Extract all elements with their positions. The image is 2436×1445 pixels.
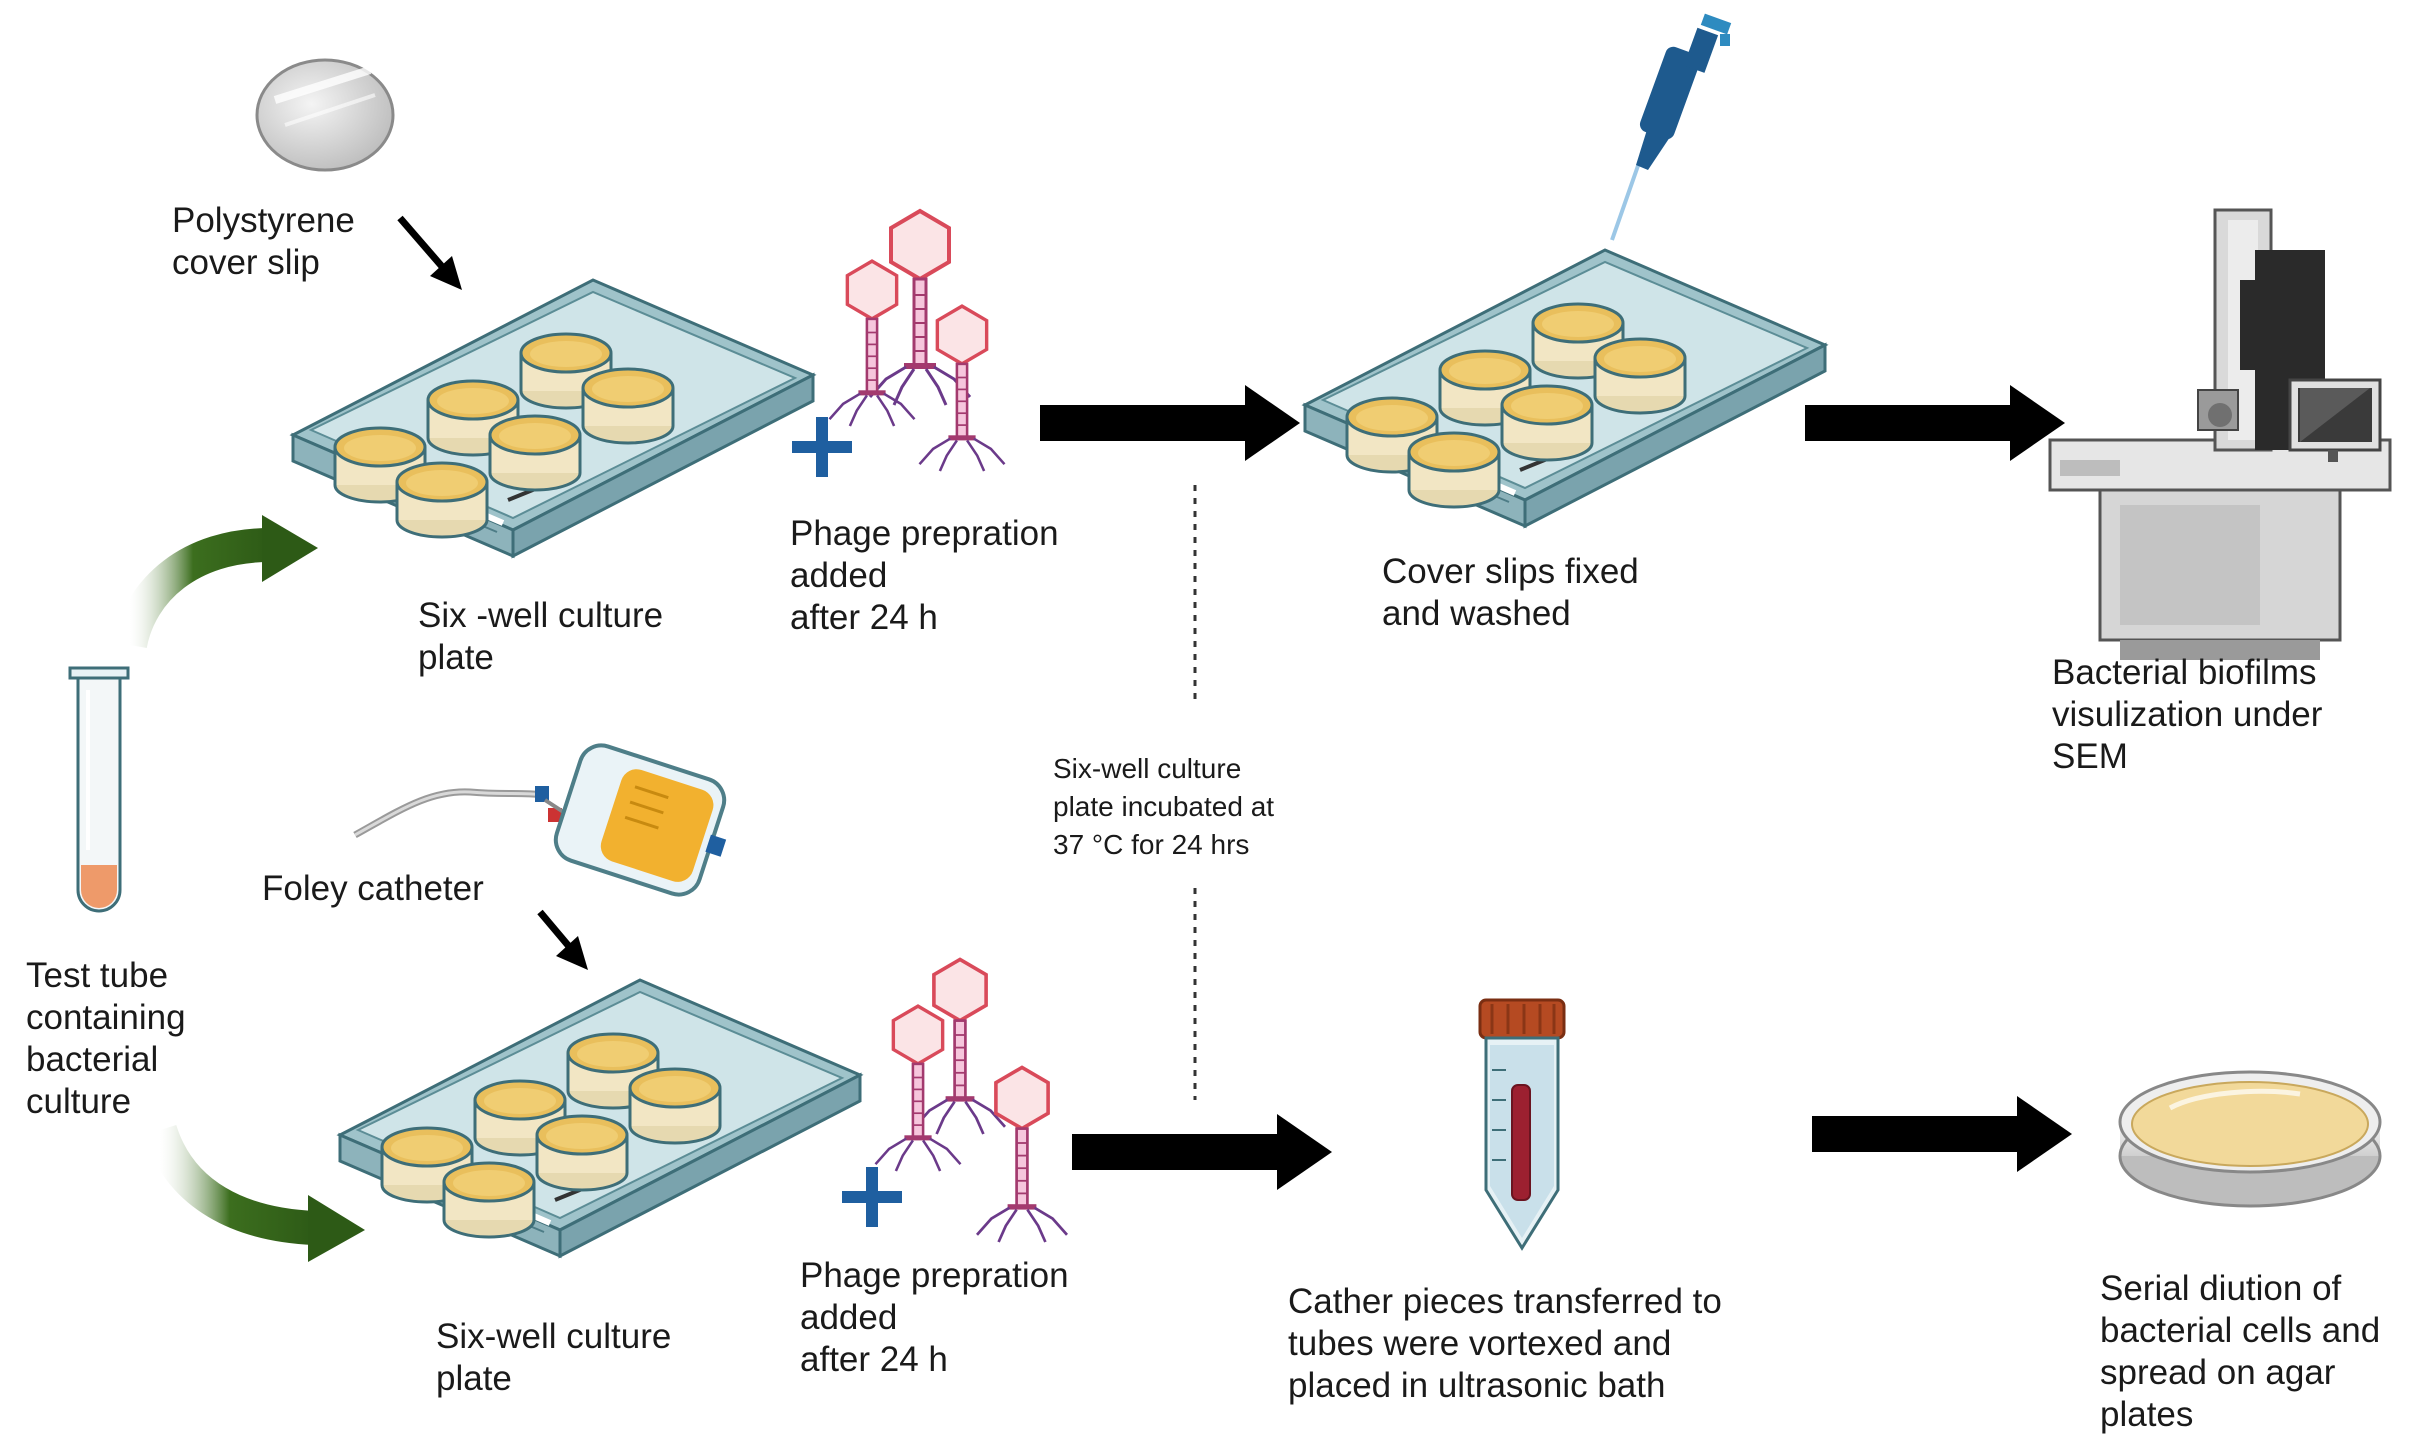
label-incubation: Six-well culture plate incubated at 37 °… (1053, 753, 1275, 860)
label-sem-visualization: Bacterial biofilms visulization under SE… (2052, 653, 2323, 776)
phage-icon (873, 957, 1069, 1244)
label-cover-slips-fixed: Cover slips fixed and washed (1382, 552, 1639, 633)
arrow-icon (1812, 1096, 2072, 1172)
label-test-tube: Test tube containing bacterial culture (26, 956, 186, 1121)
cover-slip-icon (255, 58, 395, 172)
foley-catheter-icon (353, 786, 570, 839)
label-serial-dilution: Serial diution of bacterial cells and sp… (2100, 1269, 2381, 1434)
six-well-plate-icon (293, 280, 813, 556)
label-six-well-plate-top: Six -well culture plate (418, 596, 664, 677)
plus-icon (792, 417, 852, 477)
arrow-icon (1805, 385, 2065, 461)
label-foley-catheter: Foley catheter (262, 869, 484, 908)
arrow-icon (397, 215, 462, 290)
label-polystyrene-cover-slip: Polystyrene cover slip (172, 201, 355, 282)
centrifuge-tube-icon (1478, 998, 1566, 1251)
arrow-icon (537, 909, 588, 970)
six-well-plate-icon (1305, 250, 1825, 526)
pipette-icon (1610, 13, 1732, 241)
arrow-icon (1040, 385, 1300, 461)
phage-icon (827, 209, 1007, 473)
petri-dish-icon (2118, 1070, 2382, 1208)
curved-arrow-icon (113, 515, 318, 649)
urine-bag-icon (553, 743, 727, 897)
test-tube-icon (68, 666, 130, 913)
label-phage-preparation-bottom: Phage prepration added after 24 h (800, 1256, 1069, 1379)
curved-arrow-icon (143, 1124, 365, 1262)
plus-icon (842, 1167, 902, 1227)
label-six-well-plate-bottom: Six-well culture plate (436, 1317, 672, 1398)
label-phage-preparation-top: Phage prepration added after 24 h (790, 514, 1059, 637)
sem-microscope-icon (2048, 208, 2392, 660)
arrow-icon (1072, 1114, 1332, 1190)
label-cather-pieces: Cather pieces transferred to tubes were … (1288, 1282, 1722, 1405)
six-well-plate-icon (340, 980, 860, 1256)
